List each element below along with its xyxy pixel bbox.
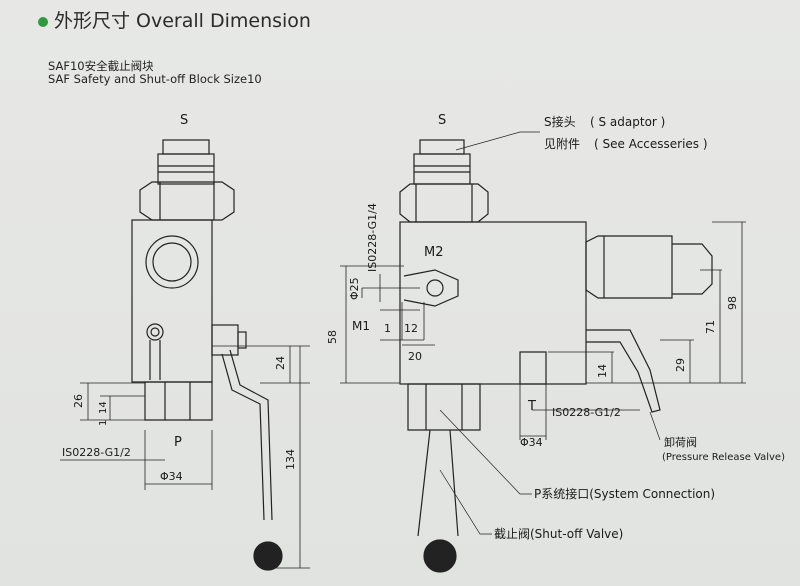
right-t-port [519,351,547,385]
left-dim-134: 134 [284,449,297,470]
right-dim-phi25: Φ25 [348,277,361,300]
subtitle-cn: SAF10安全截止阀块 [48,59,154,73]
left-s-fitting-top [162,139,210,155]
left-dim-24: 24 [274,356,287,370]
left-handle-ball [253,541,283,571]
left-release-lever [149,340,161,380]
right-dim-12: 12 [404,322,418,335]
right-dim-29: 29 [674,358,687,372]
callout-accessories-cn: 见附件 [544,137,580,151]
right-label-m2: M2 [424,245,444,260]
callout-accessories-en: ( See Accesseries ) [594,137,708,151]
callout-shutoff-valve: 截止阀(Shut-off Valve) [494,527,623,541]
left-dim-14: 14 [98,401,109,414]
left-p-port [144,381,213,421]
callout-prv-cn: 卸荷阀 [664,435,697,449]
left-dim-26: 26 [72,394,85,408]
callout-prv-en: (Pressure Release Valve) [662,452,785,463]
right-label-t: T [527,399,536,414]
right-dim-71: 71 [704,320,717,334]
right-dim-98: 98 [726,296,739,310]
callout-s-adaptor-en: ( S adaptor ) [590,115,665,129]
left-dim-phi34: Φ34 [160,470,183,483]
right-shutoff-handle [417,429,459,537]
right-label-s: S [438,113,446,128]
right-p-port [407,383,481,431]
pressure-release-valve [585,235,673,299]
right-dim-14: 14 [596,364,609,378]
right-dim-1: 1 [384,322,391,335]
left-thread: IS0228-G1/2 [62,446,131,459]
left-hex-nut [139,181,235,221]
right-thread-t: IS0228-G1/2 [552,406,621,419]
left-s-fitting-body [157,153,215,185]
section-title: 外形尺寸 Overall Dimension [54,10,311,32]
right-thread-vertical: IS0228-G1/4 [366,203,379,272]
bullet-icon [38,16,48,27]
left-shutoff-handle [229,349,273,521]
right-m2-port [403,269,459,307]
right-dim-phi34: Φ34 [520,436,543,449]
left-view [60,139,310,571]
section-header: 外形尺寸 Overall Dimension [38,6,311,33]
right-handle-ball [423,539,457,573]
right-hex-nut [399,183,489,223]
left-gauge-port [145,235,199,289]
left-label-s: S [180,113,188,128]
callout-s-adaptor-cn: S接头 [544,114,576,129]
left-valve-body [131,219,213,383]
prv-lever [586,329,661,413]
right-label-m1: M1 [352,319,370,333]
left-label-p: P [174,435,182,450]
subtitle-en: SAF Safety and Shut-off Block Size10 [48,72,262,86]
left-dim-1: 1 [98,420,109,426]
right-s-adaptor [413,153,471,185]
callout-system-connection: P系统接口(System Connection) [534,486,715,501]
right-dim-20: 20 [408,350,422,363]
right-dim-58: 58 [326,330,339,344]
right-valve-body [399,221,587,385]
right-view [340,131,746,573]
